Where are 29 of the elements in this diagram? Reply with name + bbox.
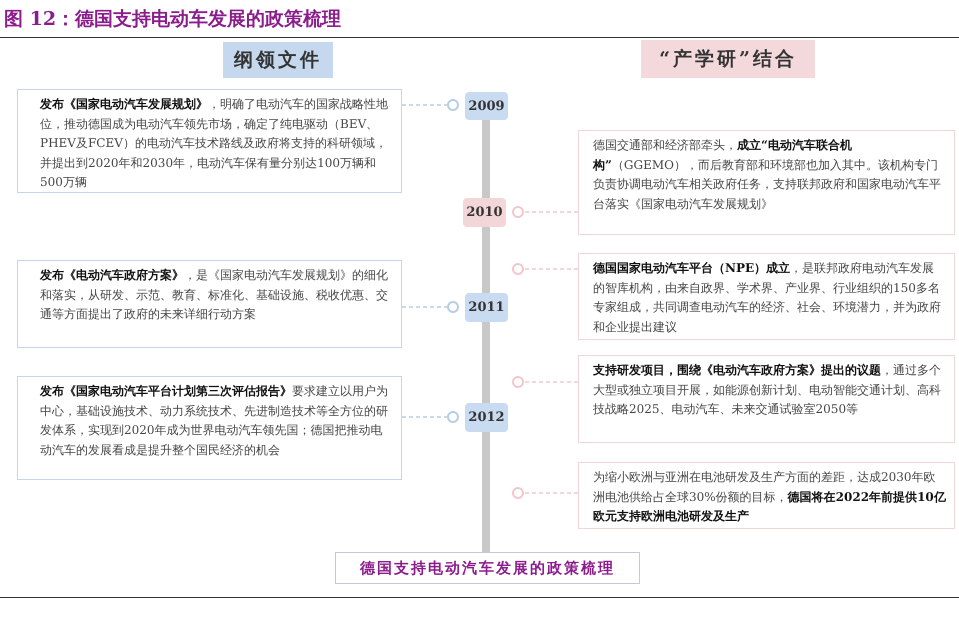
timeline-dot xyxy=(512,487,524,499)
figure-title: 图 12：德国支持电动车发展的政策梳理 xyxy=(4,7,342,32)
heading-box: 纲领文件 xyxy=(223,42,333,78)
leader-line xyxy=(524,211,578,213)
timeline-dot xyxy=(447,99,459,111)
timeline-dot xyxy=(512,263,524,275)
leader-line xyxy=(524,268,578,270)
year-box: 2011 xyxy=(465,293,508,322)
text-box: 发布《国家电动汽车发展规划》，明确了电动汽车的国家战略性地位，推动德国成为电动汽车领先市场，确定了纯电驱动（BEV、PHEV及FCEV）的电动汽车技术路线及政府将支持的科研领域，并提出到2020年和2030年，电动汽车保有量分别达100万辆和500万辆 xyxy=(17,89,402,193)
timeline-dot xyxy=(512,206,524,218)
text-box: 德国国家电动汽车平台（NPE）成立，是联邦政府电动汽车发展的智库机构，由来自政界、学术界、产业界、行业组织的150多名专家组成，共同调查电动汽车的经济、社会、环境潜力，并为政府和企业提出建议 xyxy=(578,253,955,340)
leader-line xyxy=(524,492,578,494)
timeline-dot xyxy=(447,301,459,313)
text-box: 发布《电动汽车政府方案》，是《国家电动汽车发展规划》的细化和落实，从研发、示范、教育、标准化、基础设施、税收优惠、交通等方面提出了政府的未来详细行动方案 xyxy=(17,260,402,348)
timeline-dot xyxy=(512,376,524,388)
timeline-dot xyxy=(447,411,459,423)
text-box: 发布《国家电动汽车平台计划第三次评估报告》要求建立以用户为中心，基础设施技术、动力系统技术、先进制造技术等全方位的研发体系，实现到2020年成为世界电动汽车领先国；德国把推动电动汽车的发展看成是提升整个国民经济的机会 xyxy=(17,376,402,480)
leader-line xyxy=(402,416,447,418)
year-box: 2012 xyxy=(465,403,508,432)
heading-box: “产学研”结合 xyxy=(641,40,815,78)
leader-line xyxy=(524,381,578,383)
text-box: 为缩小欧洲与亚洲在电池研发及生产方面的差距，达成2030年欧洲电池供给占全球30%份额的目标，德国将在2022年前提供10亿欧元支持欧洲电池研发及生产 xyxy=(578,462,955,529)
year-box: 2009 xyxy=(465,92,508,120)
leader-line xyxy=(402,306,447,308)
leader-line xyxy=(402,104,447,106)
text-box: 德国交通部和经济部牵头，成立“电动汽车联合机构”（GGEMO），而后教育部和环境部也加入其中。该机构专门负责协调电动汽车相关政府任务，支持联邦政府和国家电动汽车平台落实《国家电动汽车发展规划》 xyxy=(578,130,955,235)
text-box: 支持研发项目，围绕《电动汽车政府方案》提出的议题，通过多个大型或独立项目开展，如能源创新计划、电动智能交通计划、高科技战略2025、电动汽车、未来交通试验室2050等 xyxy=(578,355,955,443)
summary-box: 德国支持电动汽车发展的政策梳理 xyxy=(335,552,640,584)
year-box: 2010 xyxy=(463,198,506,227)
